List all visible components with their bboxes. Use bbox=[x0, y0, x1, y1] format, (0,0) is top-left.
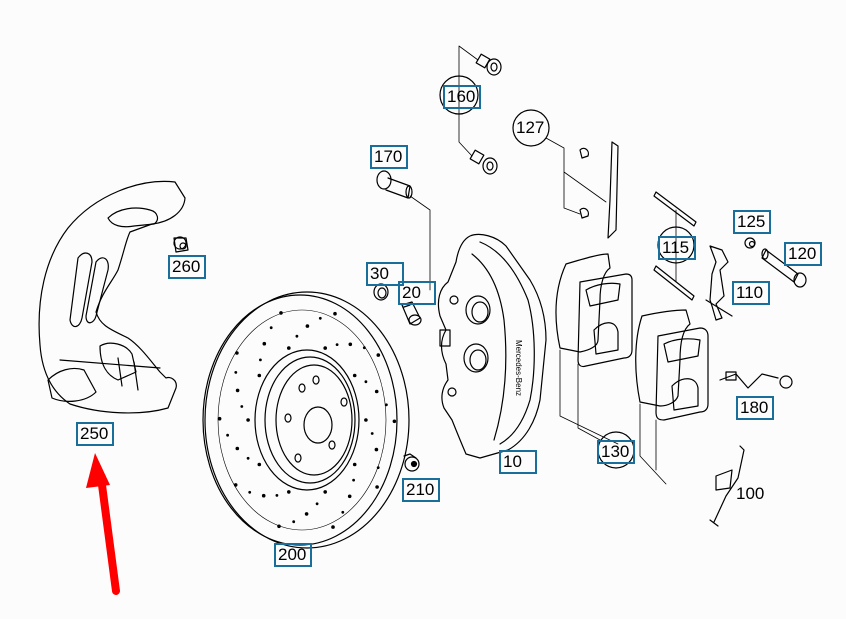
pad-spring-110[interactable] bbox=[705, 245, 733, 321]
drill-hole bbox=[376, 466, 380, 469]
callout-label-200[interactable]: 200 bbox=[274, 543, 312, 567]
drill-hole bbox=[323, 490, 328, 494]
brake-caliper-10[interactable] bbox=[437, 233, 547, 459]
drill-hole bbox=[375, 485, 379, 489]
drill-hole bbox=[287, 490, 291, 494]
drill-hole bbox=[392, 419, 397, 424]
drill-hole bbox=[315, 502, 319, 506]
brake-pads-130[interactable] bbox=[555, 253, 709, 485]
drill-hole bbox=[261, 493, 266, 498]
drill-hole bbox=[234, 371, 238, 374]
drill-hole bbox=[217, 416, 222, 421]
drill-hole bbox=[277, 524, 281, 529]
wear-sensor-180[interactable] bbox=[719, 371, 793, 389]
drill-hole bbox=[257, 462, 262, 467]
drill-hole bbox=[304, 512, 309, 516]
drill-hole bbox=[364, 418, 368, 422]
nut-125[interactable] bbox=[744, 237, 756, 249]
callout-label-170[interactable]: 170 bbox=[370, 145, 408, 169]
drill-hole bbox=[318, 316, 322, 320]
callout-label-115[interactable]: 115 bbox=[658, 236, 696, 260]
callout-label-110[interactable]: 110 bbox=[732, 281, 770, 305]
drill-hole bbox=[287, 346, 291, 350]
drill-hole bbox=[323, 346, 328, 350]
drill-hole bbox=[292, 520, 296, 524]
callout-label-125[interactable]: 125 bbox=[733, 210, 771, 234]
drill-hole bbox=[295, 334, 299, 338]
drill-hole bbox=[235, 351, 239, 355]
drill-hole bbox=[246, 418, 250, 422]
drill-hole bbox=[341, 510, 345, 514]
wear-sensor-cable-100[interactable] bbox=[709, 445, 745, 527]
brake-disc-200[interactable] bbox=[202, 291, 410, 549]
drill-hole bbox=[364, 380, 368, 384]
callout-circle-127 bbox=[512, 109, 550, 147]
drill-hole bbox=[333, 311, 337, 316]
drill-hole bbox=[374, 389, 379, 394]
caliper-pistons-160[interactable] bbox=[458, 45, 502, 175]
heat-shield-clip-127[interactable] bbox=[545, 137, 619, 239]
callout-label-10[interactable]: 10 bbox=[499, 450, 537, 474]
drill-hole bbox=[362, 346, 366, 350]
drill-hole bbox=[259, 358, 262, 362]
disc-screw-210[interactable] bbox=[403, 453, 420, 472]
drill-hole bbox=[335, 343, 339, 346]
callout-label-210[interactable]: 210 bbox=[402, 478, 440, 502]
drill-hole bbox=[374, 447, 379, 452]
drill-hole bbox=[352, 462, 357, 467]
drill-hole bbox=[331, 525, 335, 529]
drill-hole bbox=[226, 433, 230, 437]
drill-hole bbox=[240, 405, 244, 408]
callout-label-120[interactable]: 120 bbox=[784, 242, 822, 266]
splash-shield-250[interactable] bbox=[38, 180, 186, 414]
caliper-bolt-170[interactable] bbox=[376, 170, 413, 199]
shield-bolt-260[interactable] bbox=[173, 236, 189, 253]
callout-label-100[interactable]: 100 bbox=[736, 484, 765, 503]
drill-hole bbox=[305, 324, 310, 328]
drill-hole bbox=[235, 446, 240, 451]
callout-label-260[interactable]: 260 bbox=[168, 255, 206, 279]
callout-label-250[interactable]: 250 bbox=[76, 422, 114, 446]
guide-pins-115[interactable] bbox=[653, 191, 697, 301]
callout-label-160[interactable]: 160 bbox=[443, 85, 481, 109]
drill-hole bbox=[348, 342, 353, 347]
drill-hole bbox=[275, 494, 279, 497]
drill-hole bbox=[376, 353, 381, 357]
drill-hole bbox=[370, 432, 374, 435]
callout-label-130[interactable]: 130 bbox=[597, 440, 635, 464]
red-arrow-icon bbox=[86, 453, 120, 595]
caliper-brand-text: Mercedes-Benz bbox=[514, 340, 523, 396]
bleeder-valve-20[interactable] bbox=[401, 301, 422, 326]
drill-hole bbox=[246, 456, 250, 460]
drill-hole bbox=[257, 373, 262, 378]
disc-drill-holes bbox=[217, 311, 397, 529]
callout-label-20[interactable]: 20 bbox=[398, 281, 436, 305]
callout-label-180[interactable]: 180 bbox=[736, 396, 774, 420]
drill-hole bbox=[279, 311, 283, 315]
callout-label-127[interactable]: 127 bbox=[516, 118, 545, 137]
drill-hole bbox=[248, 490, 252, 494]
callout-label-30[interactable]: 30 bbox=[366, 262, 404, 286]
callout-circle-160 bbox=[439, 75, 479, 115]
bolt-120[interactable] bbox=[761, 248, 807, 288]
drill-hole bbox=[347, 494, 352, 499]
drill-hole bbox=[352, 373, 357, 378]
drill-hole bbox=[269, 326, 273, 330]
bleeder-cap-30[interactable] bbox=[373, 283, 389, 301]
drill-hole bbox=[262, 341, 267, 346]
drill-hole bbox=[233, 483, 238, 487]
drill-hole bbox=[385, 403, 388, 407]
drill-hole bbox=[352, 478, 355, 482]
drill-hole bbox=[235, 388, 240, 393]
